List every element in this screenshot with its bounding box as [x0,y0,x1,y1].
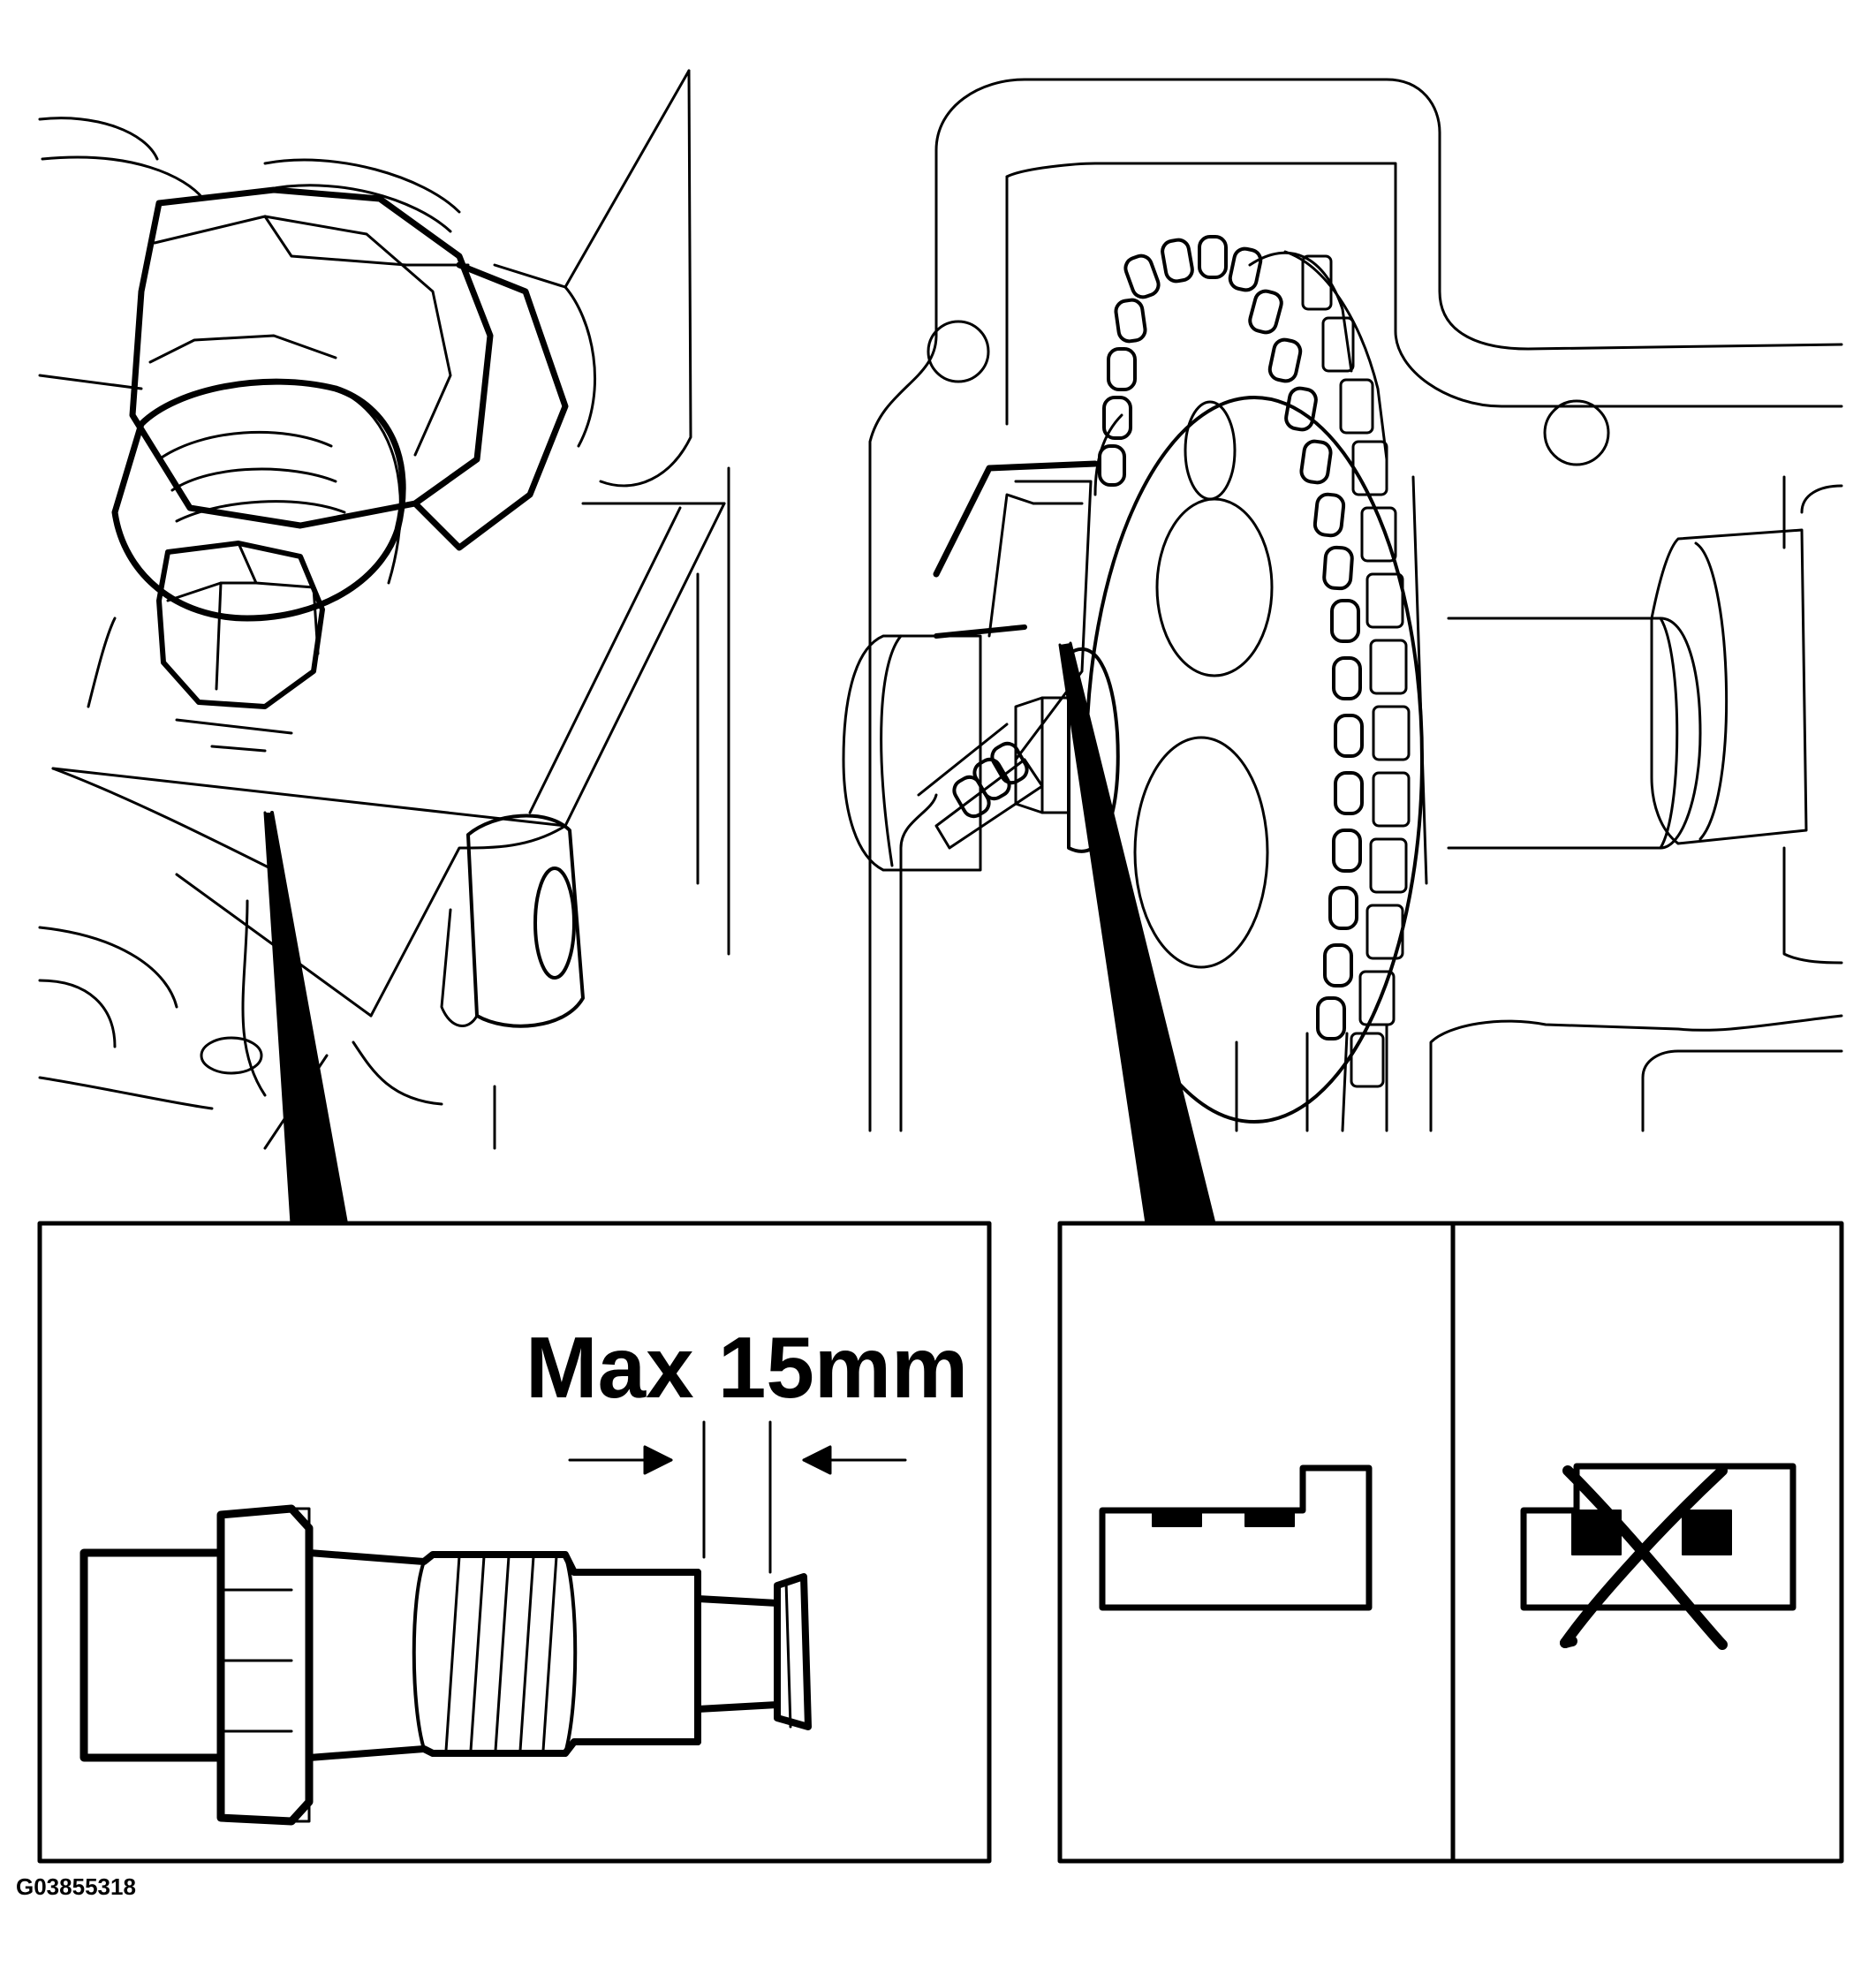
alignment-incorrect-inset [1450,1221,1844,1864]
tensioner-measurement-inset [37,1221,992,1864]
alignment-correct-inset [1057,1221,1456,1864]
tensioner-installed-view [38,69,730,1225]
tensioner-limit-label: Max 15mm [526,1319,968,1416]
camshaft-sprocket-view [842,78,1843,1225]
figure-id: G03855318 [16,1873,136,1900]
